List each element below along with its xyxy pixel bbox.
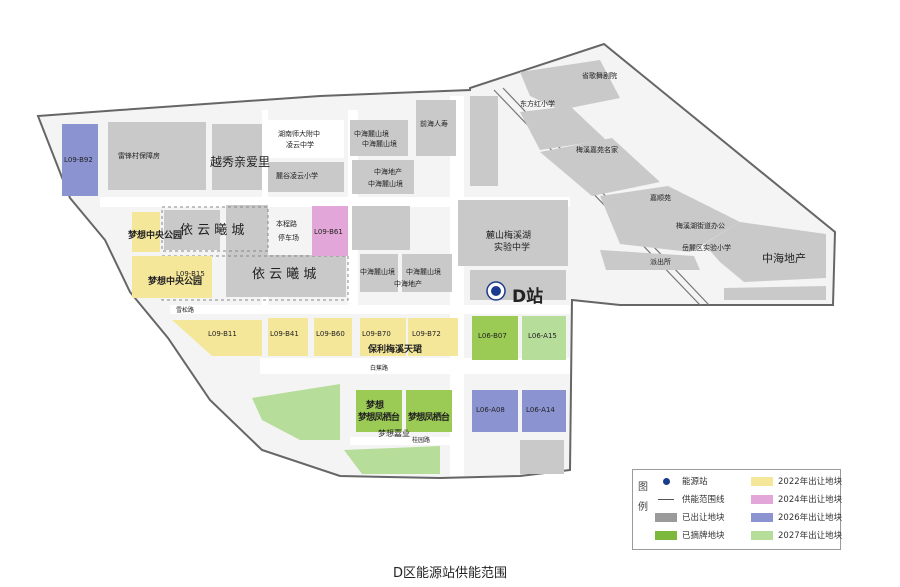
legend-item-built: 已出让地块 xyxy=(655,511,725,525)
parcel-2026-l06a14 xyxy=(522,390,566,432)
label-qianhai: 前海人寿 xyxy=(420,119,448,128)
label-mengxiang-fengqi2: 梦想凤栖台 xyxy=(408,411,450,423)
label-benchengjie: 本程路 xyxy=(276,219,297,228)
label-l09b11: L09-B11 xyxy=(208,330,237,338)
label-shengjuwuyuan: 省歌舞剧院 xyxy=(582,71,617,80)
label-lushan-meixihu: 麓山梅溪湖 xyxy=(486,229,531,241)
parcel-2024-l09b61 xyxy=(312,206,348,256)
label-zhonghai-dichan-big: 中海地产 xyxy=(762,251,806,265)
label-baoli: 保利梅溪天珺 xyxy=(367,343,422,355)
label-l09b70: L09-B70 xyxy=(362,330,391,338)
label-meixihu-jiedao: 梅溪湖街道办公 xyxy=(676,221,725,230)
legend: 图例 能源站 2022年出让地块 供能范围线 2024年出让地块 已出让地块 2… xyxy=(632,469,842,550)
label-paichusuo: 派出所 xyxy=(650,257,671,266)
built-blocks xyxy=(108,60,826,474)
parcels-2022 xyxy=(132,212,458,356)
label-station: D站 xyxy=(512,286,543,307)
label-l09b15: L09-B15 xyxy=(176,270,205,278)
parcel-2026-l06a08 xyxy=(472,390,518,432)
label-l06b07: L06-B07 xyxy=(478,332,507,340)
label-zhonghai-dichan-c: 中海地产 xyxy=(394,279,422,288)
label-zhonghai-lushan-a: 中海麓山境 xyxy=(354,129,389,138)
label-road-baijiao: 白蕉路 xyxy=(370,364,388,372)
label-l06a15: L06-A15 xyxy=(528,332,557,340)
range-line-icon xyxy=(655,495,677,504)
parcel-listed-l06b07 xyxy=(472,316,518,360)
label-l06a14: L06-A14 xyxy=(526,406,555,414)
label-zhonghai-dichan-a: 中海地产 xyxy=(374,167,402,176)
label-mengxiang-zhongyang2: 梦想中央公园 xyxy=(148,275,202,287)
legend-item-listed: 已摘牌地块 xyxy=(655,529,725,543)
label-l09b60: L09-B60 xyxy=(316,330,345,338)
swatch-listed xyxy=(655,531,677,540)
station-dot-icon xyxy=(655,477,677,486)
legend-item-range: 供能范围线 xyxy=(655,493,725,507)
legend-item-2026: 2026年出让地块 xyxy=(751,511,842,525)
swatch-2026 xyxy=(751,513,773,522)
legend-item-2027: 2027年出让地块 xyxy=(751,529,842,543)
label-zhonghai-lushan-b: 中海麓山境 xyxy=(368,179,403,188)
parcel-2027-l06a15 xyxy=(522,316,566,360)
label-shiyan-zhongxue: 实验中学 xyxy=(494,241,530,253)
legend-item-2024: 2024年出让地块 xyxy=(751,493,842,507)
label-fengqi1-a: 梦想 xyxy=(366,399,384,411)
legend-title: 图例 xyxy=(638,482,648,513)
label-hunan-fuzhong: 湖南师大附中 xyxy=(278,129,320,138)
legend-items: 能源站 2022年出让地块 供能范围线 2024年出让地块 已出让地块 2026… xyxy=(655,473,842,547)
label-l09b61: L09-B61 xyxy=(314,228,343,236)
swatch-2027 xyxy=(751,531,773,540)
label-jiashun: 嘉顺苑 xyxy=(650,193,671,202)
label-dongfanghong: 东方红小学 xyxy=(520,99,555,108)
label-zhonghai-lushan-c: 中海麓山境 xyxy=(360,267,395,276)
label-yiyun1: 依 云 曦 城 xyxy=(180,222,244,238)
label-lingyun: 凌云中学 xyxy=(286,140,314,149)
label-mengxiang-fengqi1: 梦想凤栖台 xyxy=(358,411,400,423)
label-yuexiu: 越秀亲爱里 xyxy=(210,155,270,169)
label-luguling: 麓谷凌云小学 xyxy=(276,171,318,180)
legend-item-2022: 2022年出让地块 xyxy=(751,475,842,489)
parcel-2027-south-park-b xyxy=(344,446,440,474)
label-l09b72: L09-B72 xyxy=(412,330,441,338)
label-l09b41: L09-B41 xyxy=(270,330,299,338)
label-yiyun2: 依 云 曦 城 xyxy=(252,266,316,282)
swatch-2022 xyxy=(751,477,773,486)
energy-station-d[interactable] xyxy=(486,281,506,301)
legend-item-station: 能源站 xyxy=(655,475,708,489)
label-l09b92: L09-B92 xyxy=(64,156,93,164)
parcel-listed-fengqi2 xyxy=(406,390,452,432)
label-mengxiang-zhongyang1: 梦想中央公园 xyxy=(128,229,182,241)
swatch-built xyxy=(655,513,677,522)
label-dengfeng: 雷锋村保障房 xyxy=(118,151,160,160)
energy-supply-map: L09-B92 雷锋村保障房 越秀亲爱里 湖南师大附中 凌云中学 麓谷凌云小学 … xyxy=(36,42,837,480)
label-yuelu-shiyan: 岳麓区实验小学 xyxy=(682,243,731,252)
label-road-guiyuan: 桂园路 xyxy=(412,436,430,444)
map-labels: L09-B92 雷锋村保障房 越秀亲爱里 湖南师大附中 凌云中学 麓谷凌云小学 … xyxy=(64,71,806,444)
parcel-listed-fengqi1 xyxy=(356,390,402,432)
map-caption: D区能源站供能范围 xyxy=(392,566,507,581)
label-road-xuesong: 雪松路 xyxy=(176,306,194,314)
label-zhonghai-lushan-d: 中海麓山境 xyxy=(406,267,441,276)
label-meixiyijia: 梅溪嘉苑名家 xyxy=(576,145,618,154)
label-tingchechang: 停车场 xyxy=(278,233,299,242)
swatch-2024 xyxy=(751,495,773,504)
parcel-2027-south-park-a xyxy=(252,384,340,440)
label-mengxiang-jiaye: 梦想嘉业 xyxy=(378,428,410,438)
parcel-2026-l09b92 xyxy=(62,124,98,196)
label-zhonghai-lushan-a2: 中海麓山境 xyxy=(362,139,397,148)
label-l06a08: L06-A08 xyxy=(476,406,505,414)
